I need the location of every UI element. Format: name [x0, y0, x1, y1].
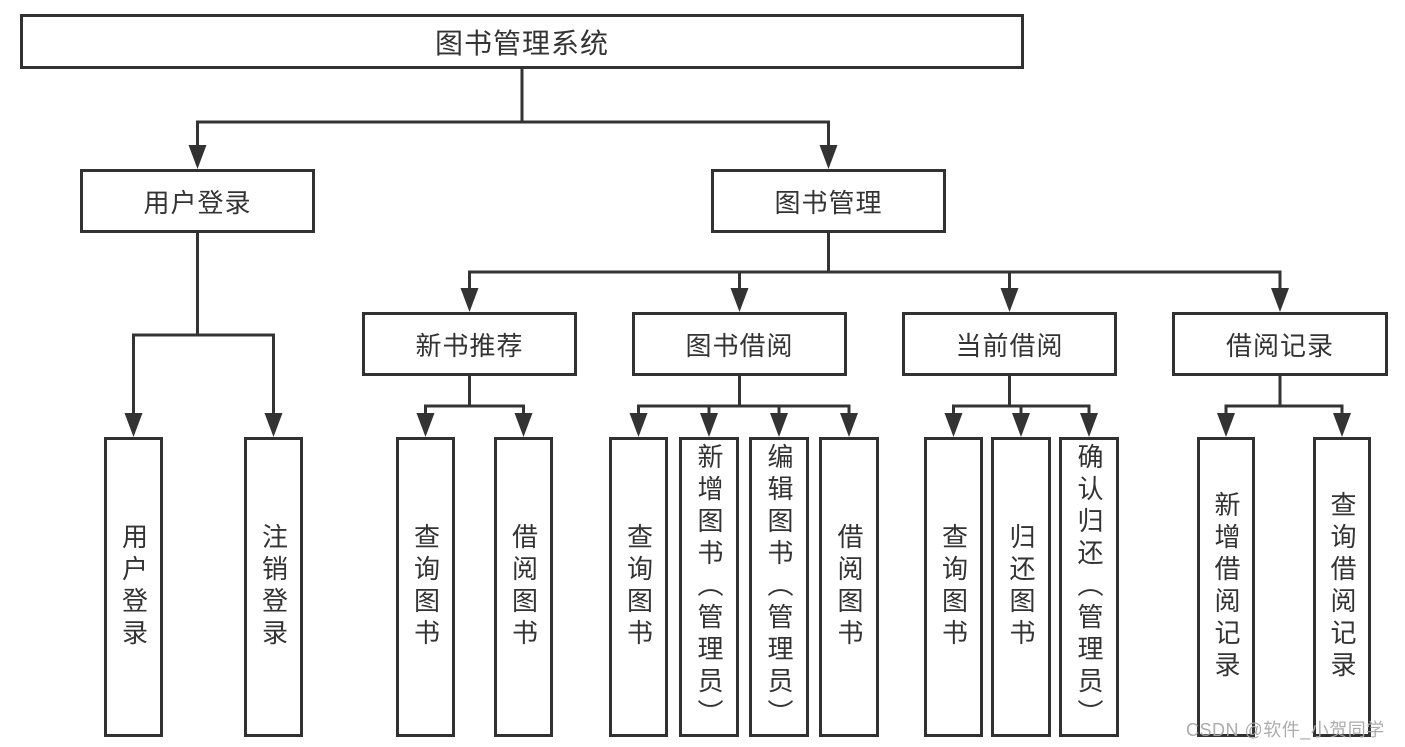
node-user-login: 用户登录: [80, 169, 315, 233]
node-add-book-admin-label: 新增图书（管理员）: [694, 443, 724, 731]
connector-arrowhead: [416, 413, 435, 437]
node-add-borrow-record-label: 新增借阅记录: [1211, 491, 1241, 683]
connector-arrowhead: [1080, 413, 1098, 437]
connector-arrowhead: [188, 145, 207, 169]
node-current-query-books: 查询图书: [924, 437, 983, 737]
node-library-system-label: 图书管理系统: [434, 27, 609, 59]
node-query-borrow-record: 查询借阅记录: [1313, 437, 1371, 737]
connector-arrowhead: [770, 413, 788, 437]
connector-arrowhead: [1333, 413, 1351, 437]
connector-arrowhead: [819, 145, 838, 169]
node-leaf-user-login-label: 用户登录: [118, 523, 149, 651]
connector-arrowhead: [514, 413, 533, 437]
node-query-borrow-record-label: 查询借阅记录: [1327, 491, 1357, 683]
node-add-borrow-record: 新增借阅记录: [1197, 437, 1255, 737]
connector-arrowhead: [1012, 413, 1030, 437]
node-current-borrowing: 当前借阅: [902, 312, 1117, 376]
node-library-system: 图书管理系统: [20, 14, 1024, 69]
connector-arrowhead: [700, 413, 718, 437]
node-borrowing-query-books-label: 查询图书: [623, 523, 654, 651]
node-leaf-logout-label: 注销登录: [258, 523, 289, 651]
csdn-watermark: CSDN @软件_小贺同学: [1186, 720, 1385, 740]
node-borrowing-records-label: 借阅记录: [1225, 330, 1334, 361]
node-edit-book-admin: 编辑图书（管理员）: [749, 437, 809, 737]
node-borrowing-borrow-books: 借阅图书: [819, 437, 879, 737]
connector-arrowhead: [1271, 288, 1289, 312]
node-recommend-borrow-books-label: 借阅图书: [508, 523, 539, 651]
connector-arrowhead: [840, 413, 858, 437]
connector-arrowhead: [124, 413, 143, 437]
node-add-book-admin: 新增图书（管理员）: [679, 437, 739, 737]
node-new-book-recommend: 新书推荐: [362, 312, 577, 376]
node-borrowing-query-books: 查询图书: [609, 437, 668, 737]
node-book-borrowing: 图书借阅: [632, 312, 847, 376]
node-book-borrowing-label: 图书借阅: [685, 330, 794, 361]
node-recommend-borrow-books: 借阅图书: [494, 437, 553, 737]
node-book-management: 图书管理: [711, 169, 946, 233]
node-confirm-return-admin-label: 确认归还（管理员）: [1074, 443, 1104, 731]
node-edit-book-admin-label: 编辑图书（管理员）: [764, 443, 794, 731]
connector-arrowhead: [460, 288, 479, 312]
node-recommend-query-books-label: 查询图书: [410, 523, 441, 651]
node-borrowing-borrow-books-label: 借阅图书: [834, 523, 864, 651]
node-current-query-books-label: 查询图书: [938, 523, 969, 651]
node-leaf-logout: 注销登录: [244, 437, 303, 737]
node-new-book-recommend-label: 新书推荐: [415, 330, 524, 361]
node-leaf-user-login: 用户登录: [104, 437, 163, 737]
connector-arrowhead: [1000, 288, 1019, 312]
node-recommend-query-books: 查询图书: [396, 437, 455, 737]
node-return-book-label: 归还图书: [1006, 523, 1036, 651]
node-borrowing-records: 借阅记录: [1172, 312, 1388, 376]
connector-arrowhead: [730, 288, 749, 312]
node-user-login-label: 用户登录: [143, 187, 252, 218]
connector-arrowhead: [1217, 413, 1235, 437]
node-return-book: 归还图书: [991, 437, 1051, 737]
node-current-borrowing-label: 当前借阅: [955, 330, 1064, 361]
node-book-management-label: 图书管理: [774, 187, 883, 218]
connector-arrowhead: [264, 413, 283, 437]
connector-arrowhead: [944, 413, 963, 437]
node-confirm-return-admin: 确认归还（管理员）: [1059, 437, 1119, 737]
connector-arrowhead: [629, 413, 648, 437]
